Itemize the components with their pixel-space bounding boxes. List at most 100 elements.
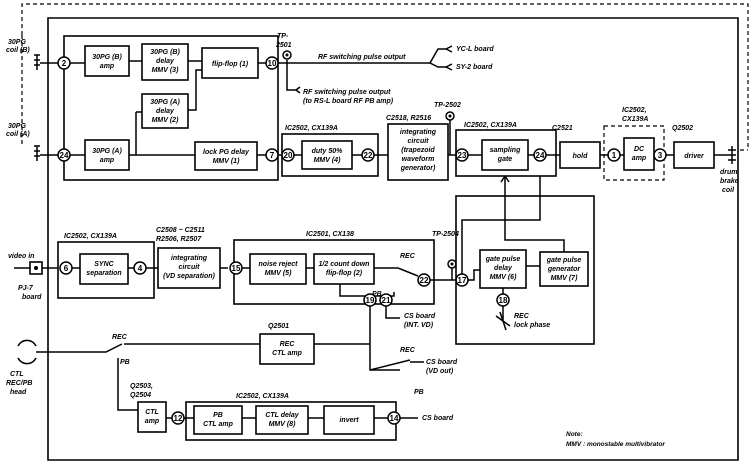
ic2502-e-label: IC2502, CX139A	[236, 393, 289, 400]
pin-20-label: 20	[284, 151, 293, 160]
block-rec-ctl-amp	[259, 333, 315, 365]
drum-label-1: drum	[720, 169, 738, 176]
block-flip-flop-1	[201, 47, 259, 79]
block-count-down	[313, 253, 375, 285]
pin-18-label: 18	[499, 296, 508, 305]
block-gate-gen-label-1: gate pulse	[546, 257, 582, 264]
coil-b-label-2: coil (B)	[6, 47, 30, 54]
ctl-head-label-2: REC/PB	[6, 380, 32, 387]
block-integrating-vd-label-3: (VD separation)	[163, 273, 215, 280]
pin-4-label: 4	[138, 264, 143, 273]
block-duty-50	[301, 140, 353, 170]
block-30pg-a-delay-label-1: 30PG (A)	[150, 99, 180, 106]
coil-a-label-2: coil (A)	[6, 131, 30, 138]
block-gate-gen-label-3: MMV (7)	[551, 275, 579, 282]
pin-15-label: 15	[232, 264, 241, 273]
block-integrating-trapezoid-label-3: (trapezoid	[401, 147, 435, 154]
block-dc-amp	[623, 137, 655, 171]
pin-24-label: 24	[60, 151, 69, 160]
block-integrating-trapezoid	[387, 123, 449, 181]
pin-6-label: 6	[64, 264, 69, 273]
rf-rsl-label-1: RF switching pulse output	[303, 89, 391, 96]
block-30pg-a-amp-label-2: amp	[100, 157, 115, 164]
block-integrating-vd	[157, 247, 221, 289]
block-duty-50-label-2: MMV (4)	[314, 157, 342, 164]
block-driver-label: driver	[684, 153, 705, 160]
block-gate-delay-label-1: gate pulse	[485, 256, 521, 263]
video-in-label: video in	[8, 253, 34, 260]
pin-10-label: 10	[268, 59, 277, 68]
switch-pb-2-label: PB	[120, 359, 130, 366]
ic2502-c-label-2: CX139A	[622, 116, 648, 123]
block-noise-reject-label-2: MMV (5)	[265, 270, 293, 277]
block-gate-delay-label-3: MMV (6)	[490, 274, 518, 281]
switch-rec-2-label: REC	[112, 334, 128, 341]
block-lock-pg-delay-label-1: lock PG delay	[203, 149, 250, 156]
gate-frame	[455, 195, 595, 345]
block-noise-reject-label-1: noise reject	[259, 261, 299, 268]
switch-pb-1-label: PB	[372, 291, 382, 298]
block-count-down-label-2: flip-flop (2)	[326, 270, 363, 277]
block-30pg-b-amp-label-1: 30PG (B)	[92, 54, 122, 61]
block-pb-ctl-label-1: PB	[213, 412, 223, 419]
q2502-label: Q2502	[672, 125, 693, 132]
ic2502-d-label: IC2502, CX139A	[64, 233, 117, 240]
pin-17-label: 17	[458, 276, 467, 285]
ctl-head-symbol	[17, 339, 60, 365]
drum-label-2: brake	[720, 178, 739, 185]
ycl-board-label: YC-L board	[456, 46, 494, 53]
q2503-label-1: Q2503,	[130, 383, 153, 390]
pin-21-label: 21	[382, 296, 391, 305]
c2521-label: C2521	[552, 125, 573, 132]
switch-rec-3-label: REC	[400, 347, 416, 354]
tp-2502-label: TP-2502	[434, 102, 461, 109]
tp-2504-label: TP-2504	[432, 231, 459, 238]
ctl-head-label-3: head	[10, 389, 27, 396]
block-30pg-b-delay-label-3: MMV (3)	[152, 67, 180, 74]
switch-pb-3-label: PB	[414, 389, 424, 396]
block-ctl-delay-label-1: CTL delay	[265, 412, 299, 419]
block-rec-ctl-label-1: REC	[280, 341, 296, 348]
block-invert	[323, 405, 375, 435]
sync-frame	[57, 241, 155, 299]
coil-b-label-1: 30PG	[8, 39, 26, 46]
block-duty-50-label-1: duty 50%	[312, 148, 344, 155]
block-ctl-amp-label-1: CTL	[145, 409, 159, 416]
c2508-label-1: C2508 ~ C2511	[156, 227, 205, 234]
note-label-1: Note:	[566, 431, 583, 438]
ic-frame-main	[47, 17, 739, 461]
pin-24b-label: 24	[536, 151, 545, 160]
pin-12-label: 12	[174, 414, 183, 423]
pin-2-label: 2	[62, 59, 67, 68]
block-sync-label-1: SYNC	[94, 261, 114, 268]
pin-23-label: 23	[458, 151, 467, 160]
block-sampling-gate-label-1: sampling	[490, 147, 521, 154]
pin-22a-label: 22	[364, 151, 373, 160]
block-hold	[559, 141, 601, 169]
pin-7-label: 7	[270, 151, 275, 160]
coil-b-symbol	[34, 54, 40, 70]
switch-rec-1-label: REC	[400, 253, 416, 260]
block-lock-pg-delay	[194, 141, 258, 171]
pin-19-label: 19	[366, 296, 375, 305]
sampling-frame	[455, 129, 557, 177]
lock-phase-label-1: REC	[514, 313, 530, 320]
block-sampling-gate	[481, 139, 529, 171]
block-integrating-vd-label-1: integrating	[171, 255, 208, 262]
block-dc-amp-label-2: amp	[632, 155, 647, 162]
coil-a-label-1: 30PG	[8, 123, 26, 130]
block-30pg-a-amp	[84, 139, 130, 171]
block-hold-label: hold	[573, 153, 588, 160]
block-flip-flop-1-label: flip-flop (1)	[212, 61, 249, 68]
drum-label-3: coil	[722, 187, 735, 194]
ic2502-c-label-1: IC2502,	[622, 107, 647, 114]
block-driver	[673, 141, 715, 169]
block-gate-delay-label-2: delay	[494, 265, 513, 272]
pin-3-label: 3	[658, 151, 663, 160]
ic2518-label: C2518, R2516	[386, 115, 431, 122]
block-pb-ctl-label-2: CTL amp	[203, 421, 234, 428]
block-ctl-amp-label-2: amp	[145, 418, 160, 425]
block-integrating-trapezoid-label-2: circuit	[407, 138, 429, 145]
pj7-label-2: board	[22, 294, 42, 301]
